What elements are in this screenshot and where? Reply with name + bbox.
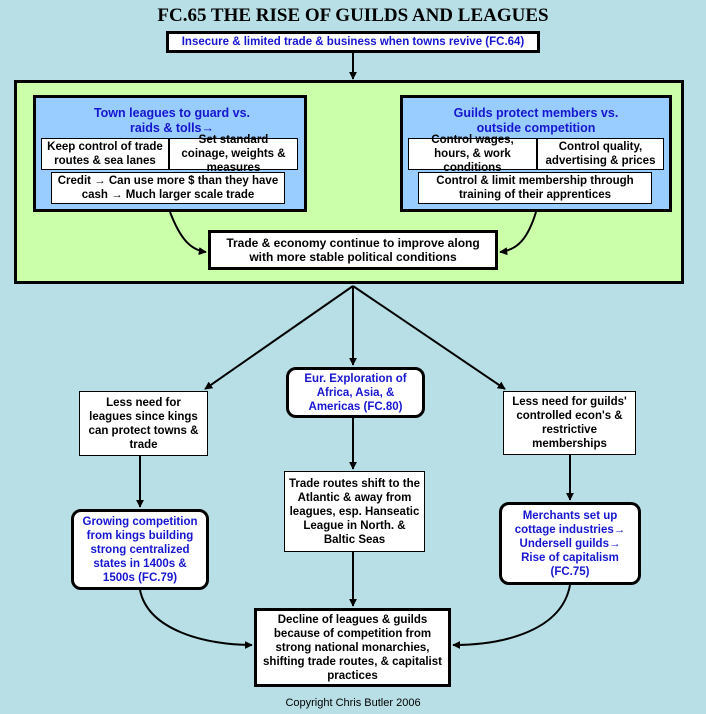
decline-text: Decline of leagues & guilds because of c… [263, 613, 442, 682]
trade-improve-box: Trade & economy continue to improve alon… [208, 230, 498, 270]
less-need-leagues-text: Less need for leagues since kings can pr… [88, 396, 199, 451]
trade-routes-shift-box: Trade routes shift to the Atlantic & awa… [284, 471, 425, 552]
less-need-guilds-box: Less need for guilds' controlled econ's … [503, 391, 636, 455]
leagues-trade-routes-text: Keep control of trade routes & sea lanes [47, 141, 163, 167]
arrow-left-to-bottom [139, 589, 253, 649]
leagues-trade-routes-box: Keep control of trade routes & sea lanes [41, 138, 169, 170]
exploration-text: Eur. Exploration of Africa, Asia, & Amer… [304, 372, 407, 413]
guilds-wages-box: Control wages, hours, & work conditions [408, 134, 537, 174]
arrow-leagues-to-trade [169, 211, 207, 256]
less-need-leagues-box: Less need for leagues since kings can pr… [79, 391, 208, 456]
guilds-header: Guilds protect members vs. outside compe… [443, 106, 629, 136]
arrow-panel-to-right [352, 285, 506, 390]
leagues-header-text: Town leagues to guard vs. raids & tolls→ [93, 106, 251, 135]
guilds-header-text: Guilds protect members vs. outside compe… [453, 106, 619, 135]
decline-box: Decline of leagues & guilds because of c… [254, 608, 451, 687]
arrow-panel-to-left [204, 285, 354, 390]
growing-competition-box: Growing competition from kings building … [71, 509, 209, 590]
growing-competition-text: Growing competition from kings building … [82, 515, 198, 584]
leagues-credit-box: Credit → Can use more $ than they have c… [51, 172, 285, 204]
copyright-text: Copyright Chris Butler 2006 [285, 697, 421, 709]
guilds-quality-box: Control quality, advertising & prices [537, 138, 664, 170]
arrow-right-to-bottom [452, 584, 571, 649]
less-need-guilds-text: Less need for guilds' controlled econ's … [512, 396, 627, 450]
leagues-credit-text: Credit → Can use more $ than they have c… [57, 175, 279, 201]
guilds-wages-text: Control wages, hours, & work conditions [431, 134, 514, 174]
guilds-membership-box: Control & limit membership through train… [418, 172, 652, 204]
trade-routes-shift-text: Trade routes shift to the Atlantic & awa… [289, 477, 420, 546]
exploration-box: Eur. Exploration of Africa, Asia, & Amer… [286, 367, 425, 418]
merchants-text: Merchants set up cottage industries→ Und… [514, 509, 626, 578]
merchants-box: Merchants set up cottage industries→ Und… [499, 502, 641, 585]
leagues-coinage-text: Set standard coinage, weights & measures [181, 134, 286, 174]
trade-improve-text: Trade & economy continue to improve alon… [226, 236, 480, 264]
guilds-membership-text: Control & limit membership through train… [436, 175, 634, 201]
top-cause-box: Insecure & limited trade & business when… [166, 31, 540, 53]
guilds-quality-text: Control quality, advertising & prices [545, 141, 656, 167]
leagues-coinage-box: Set standard coinage, weights & measures [169, 134, 298, 174]
arrow-guilds-to-trade [499, 211, 537, 256]
top-cause-text: Insecure & limited trade & business when… [181, 36, 525, 48]
leagues-header: Town leagues to guard vs. raids & tolls→ [82, 106, 262, 136]
page-title: FC.65 THE RISE OF GUILDS AND LEAGUES [157, 5, 549, 26]
